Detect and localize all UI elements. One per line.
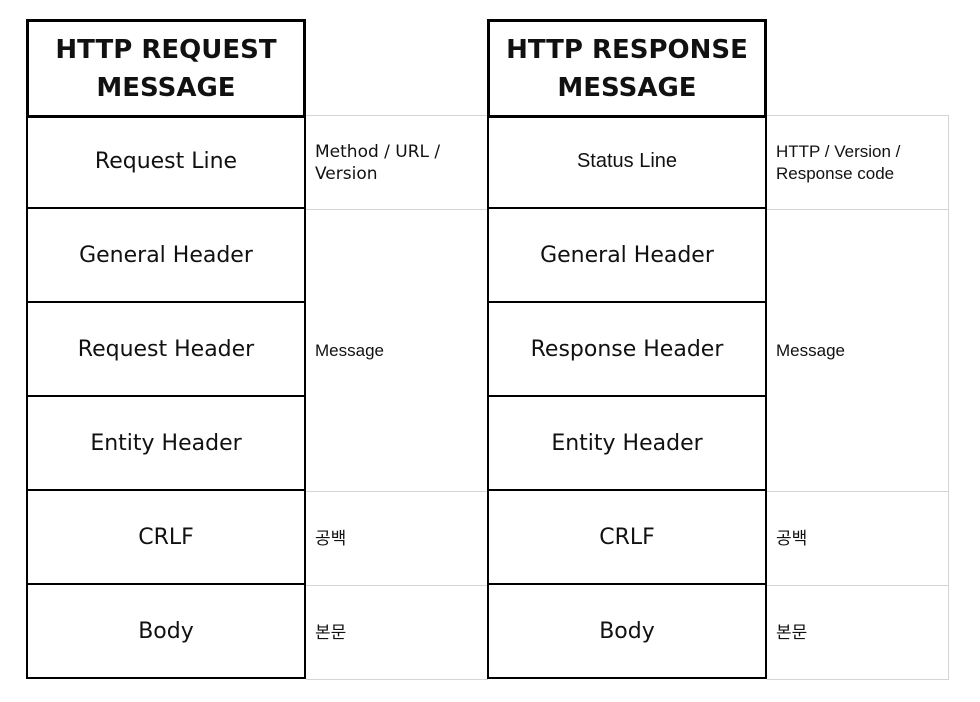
response-general-header-row: General Header — [487, 209, 767, 303]
request-body-row: Body — [26, 585, 306, 679]
request-line-note: Method / URL / Version — [306, 115, 488, 210]
request-general-header-row: General Header — [26, 209, 306, 303]
status-line-row: Status Line — [487, 115, 767, 209]
request-title: HTTP REQUEST MESSAGE — [55, 34, 277, 103]
response-body-note: 본문 — [767, 586, 949, 680]
request-body-note: 본문 — [306, 586, 488, 680]
request-title-box: HTTP REQUEST MESSAGE — [26, 19, 306, 118]
response-body-row: Body — [487, 585, 767, 679]
request-line-row: Request Line — [26, 115, 306, 209]
response-message-note: Message — [767, 210, 949, 492]
response-entity-header-row: Entity Header — [487, 397, 767, 491]
request-crlf-note: 공백 — [306, 492, 488, 586]
response-crlf-note-text: 공백 — [776, 528, 808, 549]
status-line-note: HTTP / Version / Response code — [767, 115, 949, 210]
response-title-box: HTTP RESPONSE MESSAGE — [487, 19, 767, 118]
request-notes-column: Method / URL / Version Message 공백 본문 — [306, 115, 488, 680]
request-line-note-text: Method / URL / Version — [315, 141, 441, 184]
request-header-row: Request Header — [26, 303, 306, 397]
request-body-note-text: 본문 — [315, 622, 347, 643]
response-crlf-note: 공백 — [767, 492, 949, 586]
response-message-note-text: Message — [776, 340, 845, 360]
response-notes-column: HTTP / Version / Response code Message 공… — [767, 115, 949, 680]
request-crlf-note-text: 공백 — [315, 528, 347, 549]
request-message-note: Message — [306, 210, 488, 492]
response-crlf-row: CRLF — [487, 491, 767, 585]
response-structure-stack: Status Line General Header Response Head… — [487, 115, 767, 679]
response-title: HTTP RESPONSE MESSAGE — [506, 34, 748, 103]
response-body-note-text: 본문 — [776, 622, 808, 643]
status-line-note-text: HTTP / Version / Response code — [776, 141, 901, 183]
request-structure-stack: Request Line General Header Request Head… — [26, 115, 306, 679]
response-header-row: Response Header — [487, 303, 767, 397]
request-crlf-row: CRLF — [26, 491, 306, 585]
request-message-note-text: Message — [315, 340, 384, 360]
request-entity-header-row: Entity Header — [26, 397, 306, 491]
